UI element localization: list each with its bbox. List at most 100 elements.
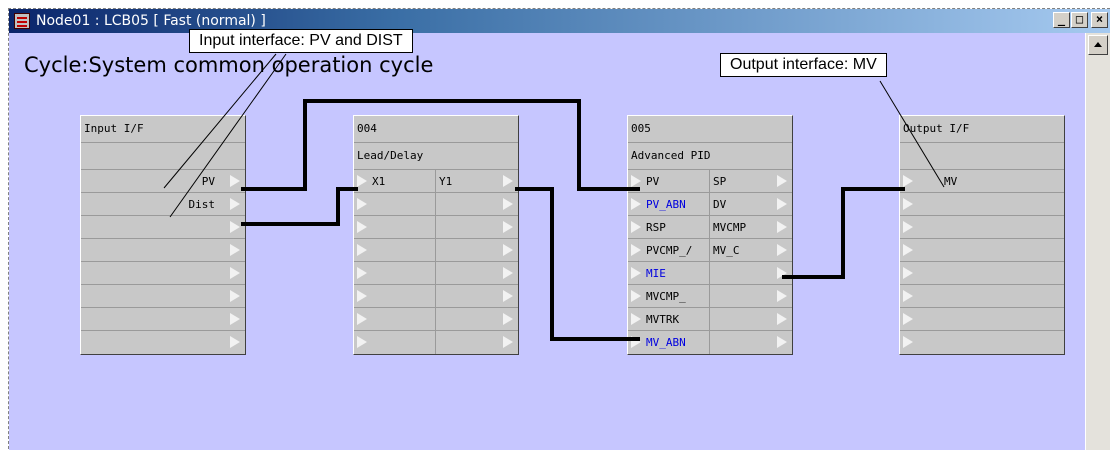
pin-triangle-icon[interactable] (777, 221, 787, 233)
input-pin[interactable]: PV (628, 170, 710, 192)
pin-triangle-icon[interactable] (503, 244, 513, 256)
pin-row[interactable]: PVCMP_/MV_C (628, 239, 792, 262)
output-pin[interactable] (710, 331, 792, 354)
pin-triangle-icon[interactable] (230, 313, 240, 325)
output-pin[interactable] (710, 308, 792, 330)
pin-triangle-icon[interactable] (357, 267, 367, 279)
pin-triangle-icon[interactable] (503, 221, 513, 233)
pin-triangle-icon[interactable] (777, 175, 787, 187)
pin-row[interactable] (81, 239, 245, 262)
pin-row[interactable] (354, 193, 518, 216)
pin-triangle-icon[interactable] (903, 336, 913, 348)
pin-triangle-icon[interactable] (357, 336, 367, 348)
pin-triangle-icon[interactable] (230, 198, 240, 210)
pin-triangle-icon[interactable] (631, 221, 641, 233)
input-pin[interactable] (354, 239, 436, 261)
input-pin[interactable] (900, 308, 1064, 330)
pin-triangle-icon[interactable] (503, 175, 513, 187)
output-pin[interactable] (81, 308, 245, 330)
pin-triangle-icon[interactable] (230, 336, 240, 348)
pin-triangle-icon[interactable] (631, 336, 641, 348)
pin-triangle-icon[interactable] (631, 198, 641, 210)
pin-triangle-icon[interactable] (357, 313, 367, 325)
pin-row[interactable]: MVCMP_ (628, 285, 792, 308)
pin-row[interactable] (900, 262, 1064, 285)
pin-row[interactable] (81, 308, 245, 331)
input-pin[interactable] (354, 193, 436, 215)
pin-triangle-icon[interactable] (903, 175, 913, 187)
pin-triangle-icon[interactable] (777, 244, 787, 256)
output-pin[interactable] (81, 216, 245, 238)
pin-row[interactable] (81, 285, 245, 308)
pin-triangle-icon[interactable] (903, 290, 913, 302)
pin-triangle-icon[interactable] (230, 267, 240, 279)
output-pin[interactable] (436, 239, 518, 261)
output-pin[interactable] (436, 285, 518, 307)
pin-row[interactable] (900, 285, 1064, 308)
input-pin[interactable]: MV_ABN (628, 331, 710, 354)
pin-row[interactable] (354, 308, 518, 331)
output-pin[interactable]: Y1 (436, 170, 518, 192)
pin-row[interactable] (900, 216, 1064, 239)
pin-triangle-icon[interactable] (631, 244, 641, 256)
input-pin[interactable]: MIE (628, 262, 710, 284)
pin-triangle-icon[interactable] (903, 221, 913, 233)
input-pin[interactable]: MV (900, 170, 1064, 192)
input-pin[interactable]: MVCMP_ (628, 285, 710, 307)
vertical-scrollbar[interactable] (1086, 33, 1110, 450)
input-pin[interactable] (900, 193, 1064, 215)
output-pin[interactable] (436, 262, 518, 284)
pin-row[interactable]: MV (900, 170, 1064, 193)
pin-row[interactable] (354, 239, 518, 262)
input-pin[interactable]: MVTRK (628, 308, 710, 330)
pin-triangle-icon[interactable] (503, 313, 513, 325)
pin-triangle-icon[interactable] (357, 221, 367, 233)
pin-triangle-icon[interactable] (903, 244, 913, 256)
pin-triangle-icon[interactable] (631, 313, 641, 325)
maximize-button[interactable]: □ (1071, 12, 1088, 28)
minimize-button[interactable]: _ (1053, 12, 1070, 28)
output-interface-block[interactable]: Output I/F MV (899, 115, 1065, 355)
input-pin[interactable]: PV_ABN (628, 193, 710, 215)
pin-row[interactable] (354, 331, 518, 354)
input-pin[interactable] (900, 216, 1064, 238)
pin-row[interactable] (81, 216, 245, 239)
app-icon[interactable] (14, 13, 30, 29)
pin-triangle-icon[interactable] (230, 175, 240, 187)
pin-triangle-icon[interactable] (903, 267, 913, 279)
output-pin[interactable]: DV (710, 193, 792, 215)
input-pin[interactable] (900, 285, 1064, 307)
output-pin[interactable]: MV_C (710, 239, 792, 261)
output-pin[interactable] (436, 193, 518, 215)
pin-triangle-icon[interactable] (230, 290, 240, 302)
scroll-up-button[interactable] (1088, 35, 1108, 55)
pin-triangle-icon[interactable] (230, 244, 240, 256)
pin-row[interactable] (354, 262, 518, 285)
output-pin[interactable]: PV (81, 170, 245, 192)
input-pin[interactable]: X1 (354, 170, 436, 192)
pin-triangle-icon[interactable] (777, 336, 787, 348)
output-pin[interactable] (436, 308, 518, 330)
pin-row[interactable]: MIE (628, 262, 792, 285)
pin-row[interactable] (900, 308, 1064, 331)
pin-triangle-icon[interactable] (357, 244, 367, 256)
output-pin[interactable] (81, 239, 245, 261)
output-pin[interactable] (436, 331, 518, 354)
input-pin[interactable]: PVCMP_/ (628, 239, 710, 261)
input-pin[interactable] (900, 239, 1064, 261)
pin-triangle-icon[interactable] (357, 290, 367, 302)
input-pin[interactable] (354, 285, 436, 307)
output-pin[interactable] (81, 331, 245, 354)
pin-triangle-icon[interactable] (631, 290, 641, 302)
pin-row[interactable] (900, 331, 1064, 354)
pin-triangle-icon[interactable] (777, 290, 787, 302)
close-button[interactable]: × (1091, 12, 1108, 28)
pin-row[interactable]: MV_ABN (628, 331, 792, 354)
pin-row[interactable] (354, 216, 518, 239)
input-pin[interactable] (354, 331, 436, 354)
input-pin[interactable]: RSP (628, 216, 710, 238)
